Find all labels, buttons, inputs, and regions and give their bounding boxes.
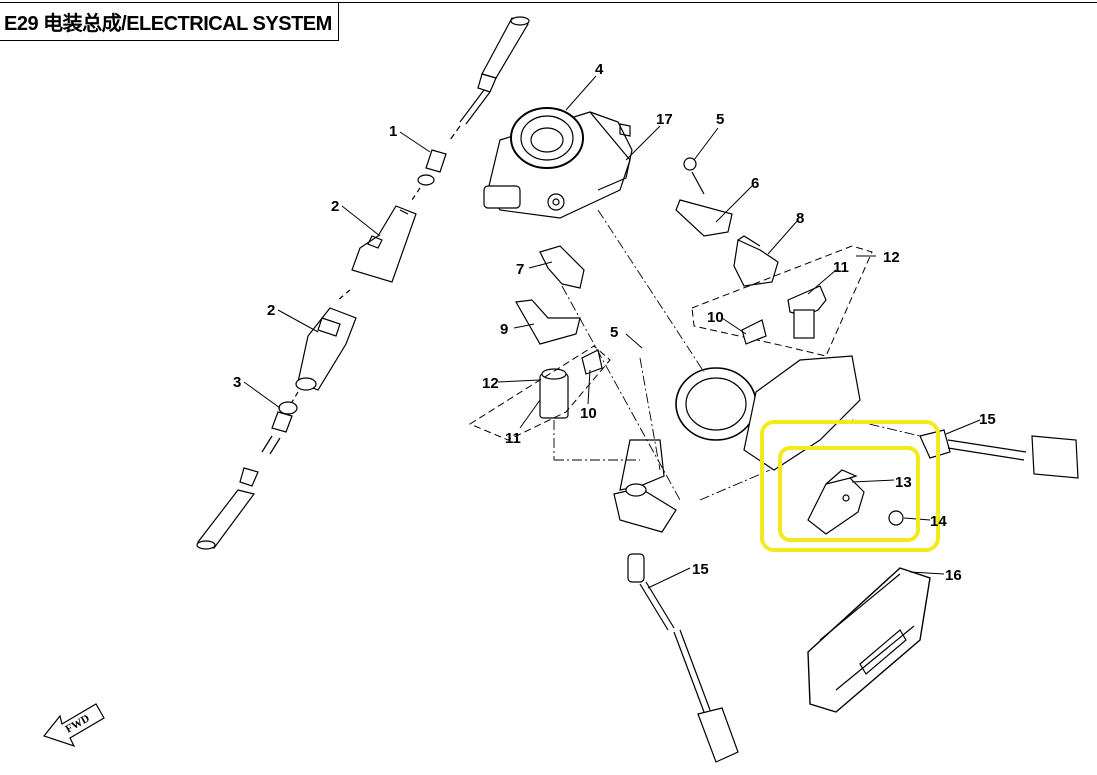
callout-2-lower: 2 [267,302,275,319]
callout-6: 6 [751,175,759,192]
highlight-inner-box [778,446,920,542]
callout-10-left: 10 [580,405,597,422]
callout-5-upper: 5 [716,111,724,128]
callout-15-right: 15 [979,411,996,428]
callout-14: 14 [930,513,947,530]
callout-15-lower: 15 [692,561,709,578]
callout-12-right: 12 [883,249,900,266]
callout-labels: 1 2 2 3 4 5 5 6 7 8 9 10 10 11 11 12 12 … [233,61,996,584]
injector-group-right [691,245,873,357]
routing-lines [553,209,921,501]
ecu-unit [807,567,931,713]
top-border-line [0,2,1097,3]
callout-10-right: 10 [707,309,724,326]
injector-group-left [468,245,611,441]
throttle-body [483,107,633,219]
callout-13: 13 [895,474,912,491]
callout-7: 7 [516,261,524,278]
callout-2-upper: 2 [331,198,339,215]
forward-direction-arrow: FWD [42,703,105,748]
callout-4: 4 [595,61,604,78]
callout-17: 17 [656,111,673,128]
callout-3: 3 [233,374,241,391]
map-sensor-group [675,157,779,287]
callout-5-lower: 5 [610,324,618,341]
callout-8: 8 [796,210,804,227]
callout-1: 1 [389,123,397,140]
highlight-boxes [760,420,940,552]
injector-right [741,285,827,345]
highlight-outer-box [760,420,940,552]
left-cable-assembly [196,16,530,550]
oxygen-sensor-right [919,429,1079,479]
callout-11-right: 11 [833,259,849,276]
intake-manifold [613,355,861,533]
temperature-sensor [807,469,904,535]
callout-9: 9 [500,321,508,338]
callout-11-left: 11 [505,430,521,447]
callout-16: 16 [945,567,962,584]
diagram-title: E29 电装总成/ELECTRICAL SYSTEM [0,2,339,41]
leader-lines [243,75,981,589]
oxygen-sensor-lower [627,553,739,763]
callout-12-left: 12 [482,375,499,392]
